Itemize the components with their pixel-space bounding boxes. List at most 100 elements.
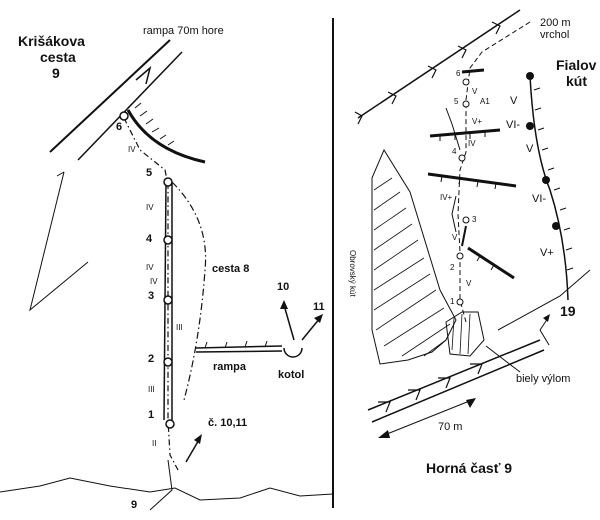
start-label-9: 9 [131,499,137,511]
crack-upper [445,107,461,151]
left-belays [119,111,175,429]
overhang-2 [427,172,517,188]
fgrade-v2: V [526,143,534,155]
rampa-arrow [135,65,152,85]
start-path [149,459,173,511]
lower-rampa-arrows [378,363,483,413]
rgrade-vplus: V+ [472,117,482,126]
label-fialov-1: Fialov [556,57,597,73]
lower-rampa-1 [367,339,541,411]
grade-iv-2: IV [146,203,154,212]
arrow-c1011-head [194,434,202,444]
fialov-hatch [533,87,574,271]
rbelay-3: 3 [472,215,477,224]
left-title-line2: cesta [40,49,76,65]
caption-horna-cast: Horná časť 9 [426,460,512,476]
label-biely-vylom: biely výlom [516,373,570,385]
grade-ii: II [152,439,156,448]
label-obrovsky: Obrovský kút [348,250,357,297]
left-cliff-tick [56,171,65,177]
overhang-1 [429,128,501,138]
fgrade-v: V [510,95,518,107]
rgrade-v: V [472,87,478,96]
upper-route-line [457,21,531,323]
label-c1011: č. 10,11 [208,417,247,429]
rbelay-6: 6 [456,69,461,78]
grade-iii-2: III [148,385,155,394]
left-title-line3: 9 [52,65,60,81]
rampa-line-2 [77,51,183,161]
rampa-ledge [195,340,283,353]
belay-3-label: 3 [148,290,154,302]
rbelay-5: 5 [454,97,459,106]
ground-line [0,477,334,501]
biely-pointer [485,345,521,373]
label-200m: 200 m [540,17,571,29]
rbelay-1: 1 [450,297,455,306]
label-70m: 70 m [438,421,462,433]
right-slope [497,269,591,331]
overhang-top [126,109,206,164]
label-11: 11 [313,301,325,313]
ledge-6 [461,68,485,74]
fialov-belays [526,72,560,230]
label-fialov-2: kút [566,73,587,89]
arrow-19-head [543,314,550,322]
overhang-hatch [134,102,175,146]
label-19: 19 [560,303,576,319]
rampa-line-1 [49,39,171,153]
label-rampa: rampa [213,361,247,373]
arrow-10 [283,304,295,341]
rgrade-iv: IV [468,139,476,148]
belay-6-label: 6 [116,121,122,133]
label-10: 10 [277,281,289,293]
lower-rampa-2 [371,349,545,423]
measure-head-right [466,398,476,408]
rgrade-ivplus: IV+ [440,193,453,202]
left-cliff-outline [29,171,89,312]
right-belays [456,78,470,306]
arrow-11-head [314,314,323,323]
kotol-shape [283,347,303,358]
label-cesta-8: cesta 8 [212,263,249,275]
overhang-3 [467,246,515,280]
arrow-19-lower [539,329,550,346]
obrovsky-outline [371,148,457,365]
measure-70m [381,399,473,437]
grade-iv-4: IV [150,277,158,286]
right-panel: 200 m vrchol [348,9,597,476]
rgrade-v2: V [452,233,458,242]
fgrade-vplus: V+ [540,247,554,259]
grade-iv-1: IV [128,145,136,154]
belay-2-label: 2 [148,353,154,365]
crack-lower [461,225,467,247]
fgrade-vi-1: VI- [506,119,520,131]
upper-ridge [357,9,521,119]
fgrade-vi-2: VI- [532,193,546,205]
left-title-line1: Krišákova [18,33,85,49]
rgrade-a1: A1 [480,97,490,106]
biely-vylom-shape [445,311,485,357]
arrow-11 [301,317,321,341]
fialov-gully [529,75,569,301]
obrovsky-hatch [373,177,451,357]
grade-iv-3: IV [146,263,154,272]
measure-head-left [378,430,390,438]
rgrade-v3: V [466,279,472,288]
overhang-hatches [439,131,497,271]
label-vrchol: vrchol [540,29,569,41]
label-rampa-top: rampa 70m hore [143,25,224,37]
belay-5-label: 5 [146,167,152,179]
label-kotol: kotol [278,369,304,381]
rbelay-2: 2 [450,263,455,272]
arrow-10-head [280,300,288,309]
crack-middle [451,195,457,233]
grade-iii-1: III [176,323,183,332]
upper-ridge-arrows [354,21,501,125]
belay-4-label: 4 [146,233,153,245]
belay-1-label: 1 [148,409,154,421]
left-panel: Krišákova cesta 9 rampa 70m hore 9 [0,25,334,511]
biely-vylom-hatch [451,313,471,355]
